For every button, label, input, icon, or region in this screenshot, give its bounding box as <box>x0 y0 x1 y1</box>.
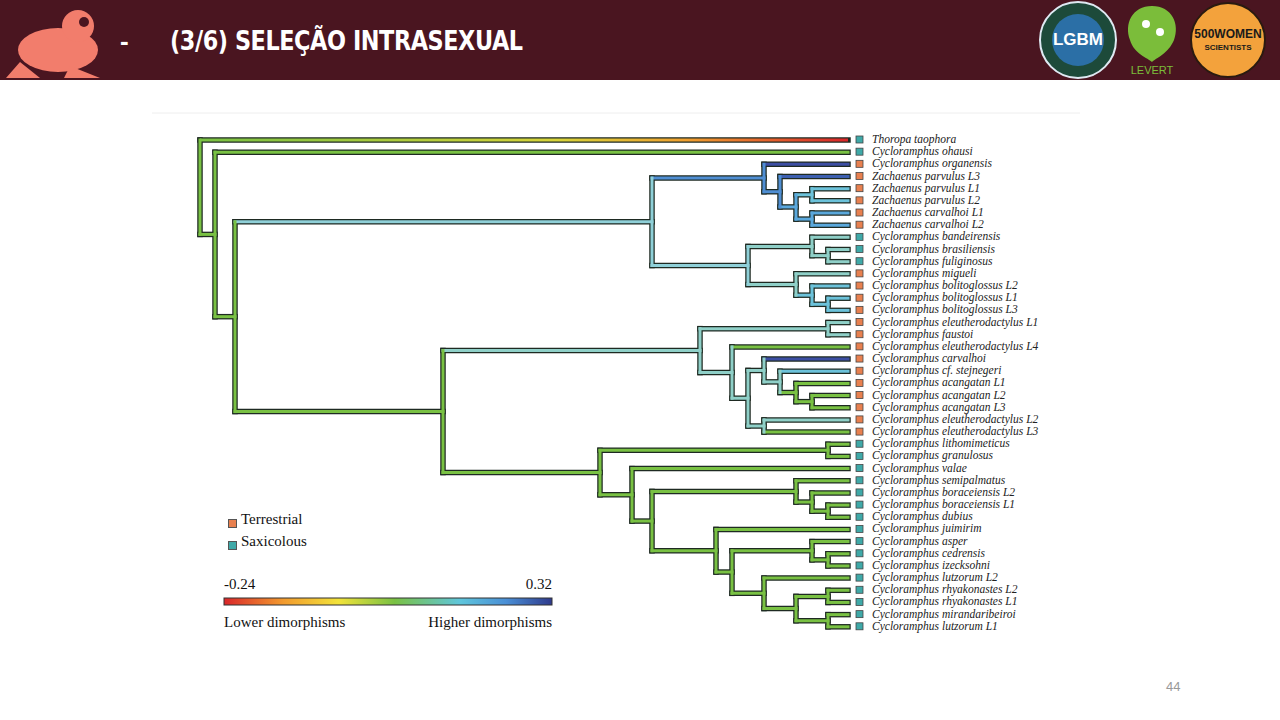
slide-title: (3/6) SELEÇÃO INTRASEXUAL <box>170 26 523 56</box>
scale-caption: Lower dimorphisms <box>224 614 345 631</box>
taxon-label: Cycloramphus valae <box>872 462 967 475</box>
phylogeny-tree <box>200 139 848 627</box>
taxon-label: Zachaenus parvulus L2 <box>872 194 980 207</box>
taxon-label: Cycloramphus acangatan L3 <box>872 401 1006 414</box>
taxon-label: Cycloramphus bolitoglossus L3 <box>872 303 1018 316</box>
taxon-label: Cycloramphus eleutherodactylus L4 <box>872 340 1038 353</box>
taxon-label: Cycloramphus acangatan L2 <box>872 389 1006 402</box>
lgbm-logo <box>1040 2 1116 78</box>
legend-label: Saxicolous <box>241 533 307 550</box>
taxon-label: Cycloramphus lithomimeticus <box>872 437 1010 450</box>
logo-text: LEVERT <box>1131 64 1174 76</box>
taxon-label: Zachaenus carvalhoi L1 <box>872 206 984 219</box>
title-dash: - <box>120 26 129 57</box>
taxon-label: Cycloramphus semipalmatus <box>872 474 1005 487</box>
taxon-label: Cycloramphus brasiliensis <box>872 243 995 256</box>
header-bar <box>0 0 1280 80</box>
taxon-label: Zachaenus carvalhoi L2 <box>872 218 984 231</box>
taxon-label: Cycloramphus bolitoglossus L2 <box>872 279 1018 292</box>
legend-label: Terrestrial <box>241 511 302 528</box>
color-scale-bar <box>224 598 552 605</box>
scale-max: 0.32 <box>526 576 552 593</box>
taxon-label: Cycloramphus lutzorum L1 <box>872 620 998 633</box>
taxon-label: Cycloramphus acangatan L1 <box>872 376 1006 389</box>
logo-text: 500WOMEN <box>1194 27 1261 41</box>
taxon-label: Cycloramphus eleutherodactylus L2 <box>872 413 1038 426</box>
taxon-label: Cycloramphus cf. stejnegeri <box>872 364 1001 377</box>
taxon-label: Cycloramphus granulosus <box>872 449 993 462</box>
scale-caption: Higher dimorphisms <box>428 614 552 631</box>
taxon-label: Cycloramphus eleutherodactylus L1 <box>872 316 1038 329</box>
page-number: 44 <box>1166 679 1180 694</box>
taxon-label: Cycloramphus cedrensis <box>872 547 985 560</box>
taxon-label: Cycloramphus organensis <box>872 157 992 170</box>
taxon-label: Thoropa taophora <box>872 133 956 146</box>
scale-min: -0.24 <box>224 576 255 593</box>
taxon-label: Cycloramphus izecksohni <box>872 559 990 572</box>
tip-markers <box>856 136 863 630</box>
figure-frame <box>152 113 1080 114</box>
taxon-label: Cycloramphus rhyakonastes L1 <box>872 595 1017 608</box>
taxon-label: Cycloramphus juimirim <box>872 522 982 535</box>
taxon-label: Cycloramphus mirandaribeiroi <box>872 608 1016 621</box>
taxon-label: Cycloramphus bandeirensis <box>872 230 1000 243</box>
taxon-label: Cycloramphus ohausi <box>872 145 973 158</box>
taxon-label: Cycloramphus carvalhoi <box>872 352 986 365</box>
taxon-label: Cycloramphus boraceiensis L2 <box>872 486 1015 499</box>
legend-swatch <box>228 541 237 550</box>
taxon-label: Cycloramphus asper <box>872 535 968 548</box>
logo-text: LGBM <box>1053 30 1103 50</box>
taxon-label: Cycloramphus eleutherodactylus L3 <box>872 425 1038 438</box>
taxon-label: Cycloramphus dubius <box>872 510 973 523</box>
taxon-label: Cycloramphus lutzorum L2 <box>872 571 998 584</box>
legend-swatch <box>228 519 237 528</box>
taxon-label: Cycloramphus rhyakonastes L2 <box>872 583 1017 596</box>
levert-logo <box>1128 6 1176 62</box>
taxon-label: Cycloramphus migueli <box>872 267 976 280</box>
taxon-label: Cycloramphus bolitoglossus L1 <box>872 291 1018 304</box>
frog-icon <box>6 10 100 78</box>
women-scientists-logo <box>1191 3 1265 77</box>
taxon-label: Zachaenus parvulus L3 <box>872 170 980 183</box>
taxon-label: Zachaenus parvulus L1 <box>872 182 980 195</box>
taxon-label: Cycloramphus fuliginosus <box>872 255 992 268</box>
taxon-label: Cycloramphus faustoi <box>872 328 973 341</box>
logo-text: SCIENTISTS <box>1204 43 1251 52</box>
taxon-label: Cycloramphus boraceiensis L1 <box>872 498 1015 511</box>
